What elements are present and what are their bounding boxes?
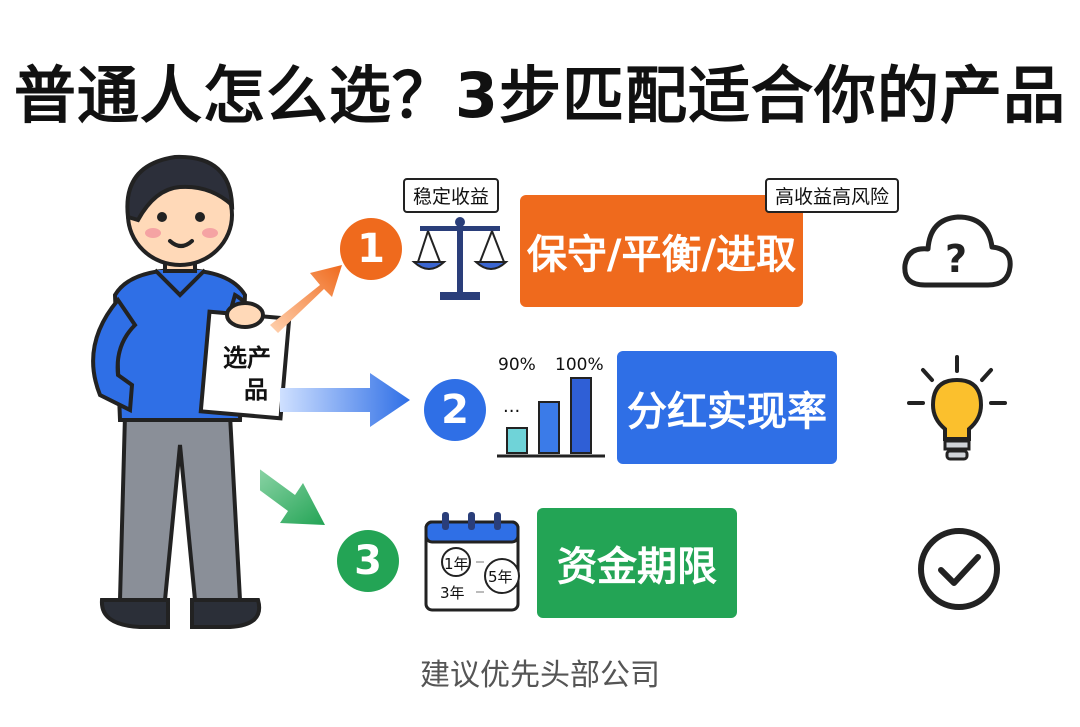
chart-label-100: 100%: [555, 355, 604, 375]
step-1-box: 保守/平衡/进取: [520, 195, 803, 307]
paper-text-line1: 选产: [223, 344, 271, 372]
calendar-label-1y: 1年: [444, 555, 469, 573]
tag-stable-return: 稳定收益: [403, 178, 500, 213]
calendar-icon: 1年 3年 5年: [424, 512, 520, 612]
question-cloud-icon: ?: [902, 214, 1013, 288]
step-3-box: 资金期限: [537, 508, 737, 618]
calendar-label-3y: 3年: [440, 584, 465, 602]
lightbulb-icon: [907, 355, 1007, 461]
bar-chart-icon: 90% 100% ...: [497, 355, 605, 458]
footer-note: 建议优先头部公司: [420, 658, 660, 693]
paper-label: 选产 品: [212, 342, 282, 406]
scale-icon: [411, 217, 509, 300]
step-2-box: 分红实现率: [617, 351, 837, 464]
svg-text:...: ...: [503, 396, 520, 417]
direction-arrows: [260, 265, 410, 525]
page-title: 普通人怎么选？3步匹配适合你的产品: [13, 59, 1067, 132]
person-illustration: [91, 154, 292, 629]
arrow-green: [260, 469, 325, 525]
arrow-blue: [280, 373, 410, 427]
step-1-badge: 1: [340, 218, 402, 280]
tag-high-risk: 高收益高风险: [765, 178, 900, 213]
chart-label-90: 90%: [498, 355, 536, 375]
calendar-label-5y: 5年: [488, 568, 513, 586]
check-circle-icon: [918, 528, 1000, 610]
svg-text:?: ?: [945, 237, 967, 281]
paper-text-line2: 品: [244, 376, 268, 404]
arrow-orange: [270, 265, 342, 333]
step-2-badge: 2: [424, 379, 486, 441]
step-3-badge: 3: [337, 530, 399, 592]
